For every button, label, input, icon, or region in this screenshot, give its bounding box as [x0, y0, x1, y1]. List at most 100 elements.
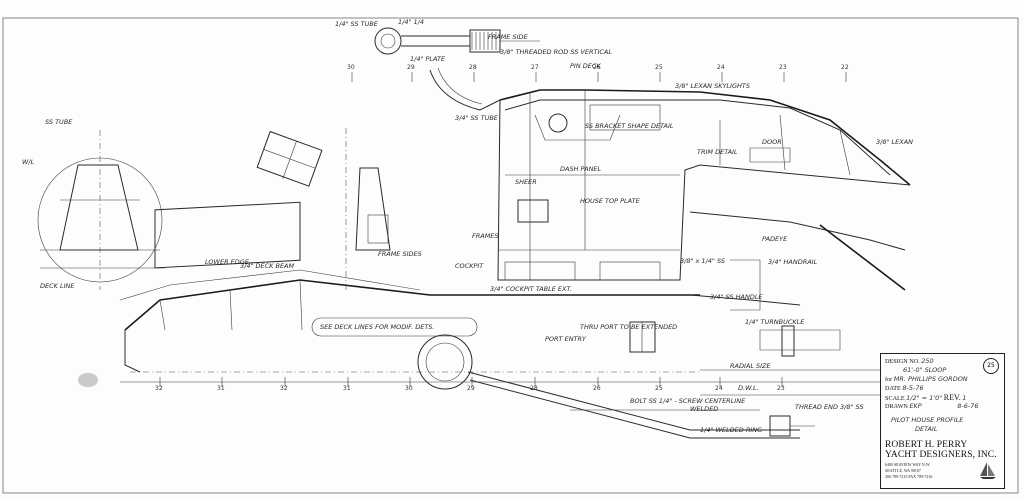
note-lexan: 3/8" LEXAN SKYLIGHTS — [675, 82, 750, 90]
top-rod-detail — [374, 27, 540, 55]
design-no-row: DESIGN NO. 250 — [885, 357, 934, 365]
station-ticks-top — [351, 72, 847, 82]
for-value: MR. PHILLIPS GORDON — [893, 375, 968, 383]
note-trim-tab: 3/8" x 1/4" SS — [680, 257, 725, 265]
note-cockpit: COCKPIT — [455, 262, 484, 270]
note-turnbuckle: 1/4" TURNBUCKLE — [745, 318, 805, 326]
date-value: 8-5-76 — [902, 384, 924, 392]
station-label: 26 — [593, 385, 601, 392]
note-frame-sides: FRAME SIDES — [378, 250, 422, 258]
drawing-subtitle: DETAIL — [915, 425, 937, 433]
note-sheer: SHEER — [515, 178, 537, 186]
companion-post — [345, 128, 391, 290]
note-see-deck: SEE DECK LINES FOR MODIF. DETS. — [320, 323, 435, 331]
station-label: 32 — [280, 385, 288, 392]
sailboat-logo-icon — [980, 462, 996, 479]
note-thru-port: THRU PORT TO BE EXTENDED — [580, 323, 678, 331]
hull-profile — [119, 201, 700, 373]
design-no-label: DESIGN NO. — [885, 358, 920, 365]
note-frames: FRAMES — [472, 232, 499, 240]
see-deck-box — [311, 317, 478, 337]
station-label: 24 — [717, 64, 725, 71]
note-bracket: SS BRACKET SHAPE DETAIL — [585, 122, 674, 130]
station-label: 28 — [469, 64, 477, 71]
note-door: DOOR — [762, 138, 782, 146]
station-label: 27 — [531, 64, 539, 71]
scale-row: SCALE 1/2" = 1'0" REV. 1 — [885, 393, 966, 402]
note-cockpit-table: 3/4" COCKPIT TABLE EXT. — [490, 285, 572, 293]
address-1: 6400 SEAVIEW WAY N.W. — [885, 462, 931, 467]
address-2: SEATTLE, WA 98107 — [885, 468, 921, 473]
station-label: 23 — [777, 385, 785, 392]
title-block: 25 DESIGN NO. 250 61'-0" SLOOP for MR. P… — [880, 353, 1005, 489]
station-ticks-bottom — [159, 377, 783, 387]
scale-value: 1/2" = 1'0" — [906, 394, 943, 402]
station-label: 26 — [593, 64, 601, 71]
note-deck-line: DECK LINE — [40, 282, 75, 290]
handrail-arc — [429, 67, 501, 111]
station-label: 30 — [347, 64, 355, 71]
rev-date: 8-6-76 — [957, 402, 979, 410]
note-handle: 3/4" SS HANDLE — [710, 293, 763, 301]
station-label: 31 — [217, 385, 225, 392]
note-welded: WELDED — [690, 405, 719, 413]
firm-line-2: YACHT DESIGNERS, INC. — [885, 450, 997, 460]
bracket-box — [629, 321, 656, 353]
note-top-left-b: 1/4" 1/4 — [398, 18, 424, 26]
title-line-2: DETAIL — [915, 425, 938, 433]
station-label: 31 — [343, 385, 351, 392]
station-label: 30 — [405, 385, 413, 392]
note-padeye: PADEYE — [762, 235, 788, 243]
note-welded-ring: 1/4" WELDED RING — [700, 426, 763, 434]
note-threaded-rod: 3/8" THREADED ROD SS VERTICAL — [500, 48, 612, 56]
firm-line-1: ROBERT H. PERRY — [885, 440, 968, 450]
note-detail-left: SS TUBE — [45, 118, 73, 126]
note-frame-side: FRAME SIDE — [488, 33, 528, 41]
date-row: DATE 8-5-76 — [885, 384, 924, 392]
drawn-value: EKP — [909, 402, 922, 410]
station-label: 23 — [779, 64, 787, 71]
note-house: HOUSE TOP PLATE — [580, 197, 640, 205]
for-label: for — [885, 376, 893, 383]
note-top-left-a: 1/4" SS TUBE — [335, 20, 378, 28]
rev-label: REV. — [943, 393, 961, 402]
drawing-title: PILOT HOUSE PROFILE — [891, 416, 963, 424]
scale-label: SCALE — [885, 395, 905, 402]
boat-row: 61'-0" SLOOP — [903, 366, 946, 374]
note-dash: DASH PANEL — [560, 165, 602, 173]
note-trim: TRIM DETAIL — [697, 148, 738, 156]
client-row: for MR. PHILLIPS GORDON — [885, 375, 968, 383]
station-label: 24 — [715, 385, 723, 392]
note-handrail: 3/4" HANDRAIL — [768, 258, 818, 266]
dimension-lines — [570, 369, 880, 411]
note-rail: 3/4" SS TUBE — [455, 114, 498, 122]
firm-name: ROBERT H. PERRY YACHT DESIGNERS, INC. — [885, 440, 1001, 460]
note-lexan-r: 3/8" LEXAN — [876, 138, 914, 146]
station-label: 25 — [655, 385, 663, 392]
design-no-value: 250 — [921, 357, 934, 365]
sheet-border — [2, 17, 1019, 494]
note-port: PORT ENTRY — [545, 335, 587, 343]
left-stanchion-detail — [37, 130, 165, 290]
note-plate: 1/4" PLATE — [410, 55, 446, 63]
pilot-house — [497, 89, 911, 281]
station-label: 28 — [530, 385, 538, 392]
note-lower-edge: LOWER EDGE — [205, 258, 249, 266]
note-w-marker: W/L — [22, 158, 35, 166]
station-label: 25 — [655, 64, 663, 71]
note-thread: THREAD END 3/8" SS — [795, 403, 864, 411]
station-label: 29 — [467, 385, 475, 392]
station-label: 32 — [155, 385, 163, 392]
note-bolt: BOLT SS 1/4" - SCREW CENTERLINE — [630, 397, 746, 405]
address-3: 206 789-7213 FAX 789-7216 — [885, 474, 933, 479]
station-label: 29 — [407, 64, 415, 71]
lower-turnbuckle — [417, 334, 815, 439]
sheet-number: 25 — [983, 358, 999, 374]
note-dwl: D.W.L. — [738, 384, 759, 392]
note-radial: RADIAL SIZE — [730, 362, 771, 370]
note-deck-beam: 3/4" DECK BEAM — [240, 262, 295, 270]
title-line-1: PILOT HOUSE PROFILE — [891, 416, 964, 424]
drawn-label: DRAWN — [885, 403, 908, 410]
